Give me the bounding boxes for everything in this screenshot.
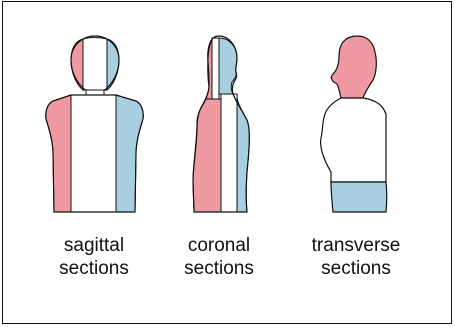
coronal-label-line1: coronal bbox=[164, 234, 274, 257]
transverse-label-line2: sections bbox=[301, 257, 411, 280]
sagittal-label-line2: sections bbox=[39, 257, 149, 280]
coronal-label-line2: sections bbox=[164, 257, 274, 280]
transverse-head bbox=[331, 36, 376, 98]
sagittal-label: sagittal sections bbox=[39, 234, 149, 280]
transverse-torso bbox=[321, 98, 386, 182]
transverse-label: transverse sections bbox=[301, 234, 411, 280]
coronal-label: coronal sections bbox=[164, 234, 274, 280]
transverse-label-line1: transverse bbox=[301, 234, 411, 257]
transverse-lower bbox=[331, 182, 387, 212]
sagittal-label-line1: sagittal bbox=[39, 234, 149, 257]
figure-frame: sagittal sections coronal sections trans… bbox=[2, 1, 452, 324]
